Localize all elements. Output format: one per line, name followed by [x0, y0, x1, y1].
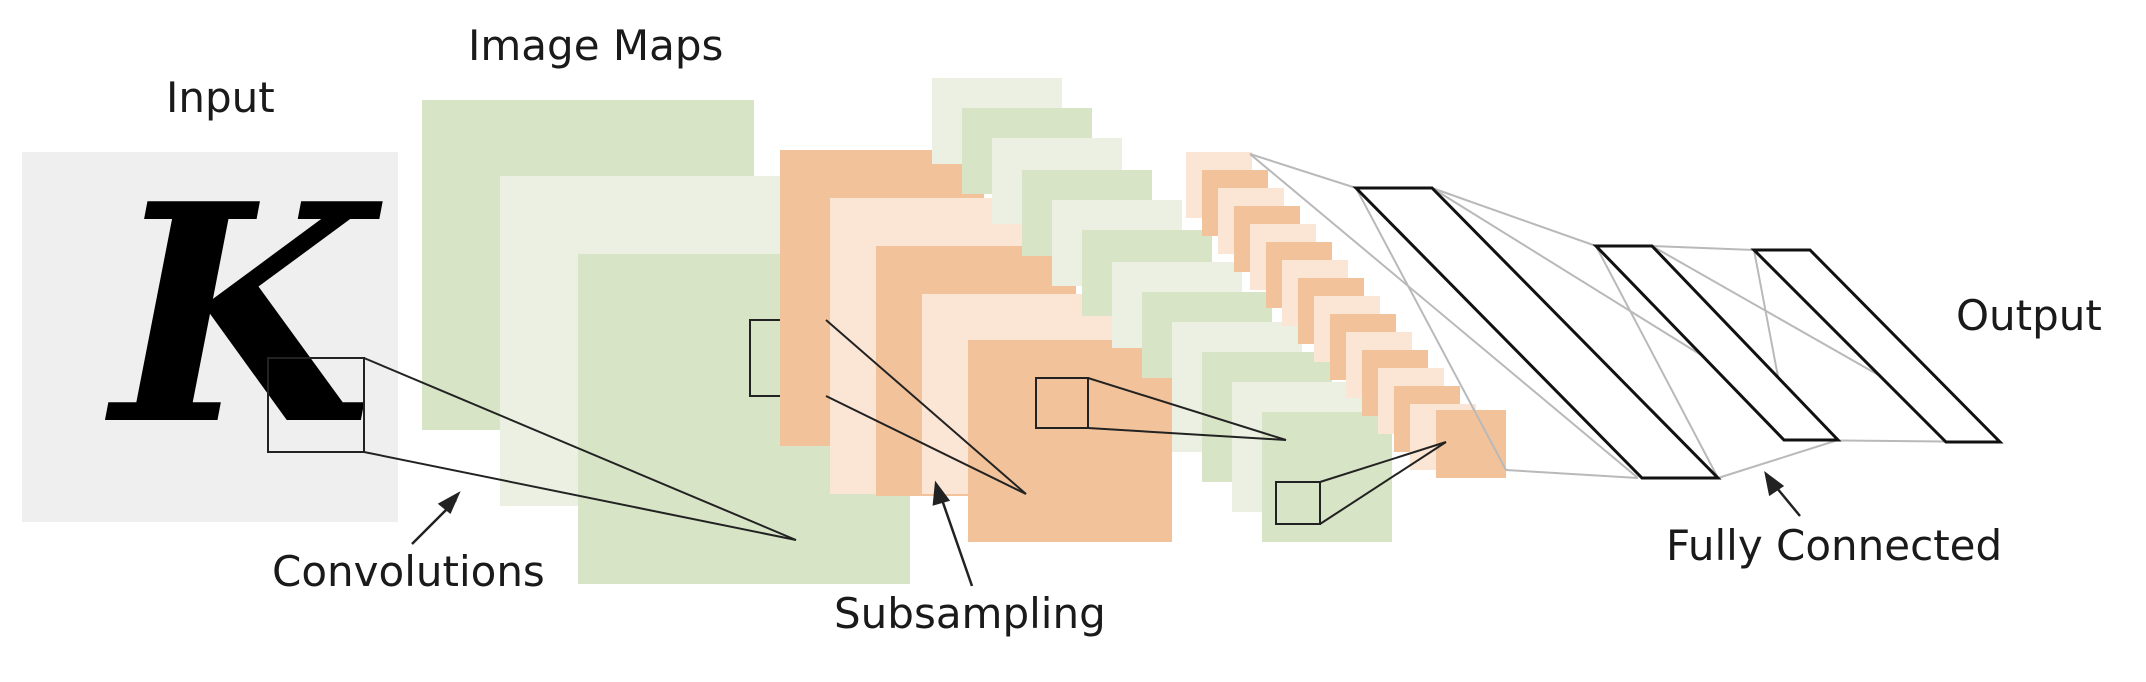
output-layer: [1750, 248, 2004, 444]
annotation-arrows: [411, 471, 1801, 587]
convolutions-label: Convolutions: [272, 547, 545, 596]
input-panel: [22, 152, 398, 522]
input-label: Input: [166, 73, 275, 122]
input-receptive-field: [267, 357, 365, 453]
fc-layer-2: [1592, 244, 1842, 442]
output-label: Output: [1956, 291, 2102, 340]
convolution-projections: [363, 319, 1447, 541]
fully-connected-label: Fully Connected: [1666, 521, 2002, 570]
subsample-receptive-field: [1035, 377, 1089, 429]
input-glyph: K: [103, 138, 384, 491]
conv2-map-12: [1262, 412, 1392, 542]
conv2-receptive-field: [1275, 481, 1321, 525]
fc-layer-1: [1352, 186, 1722, 480]
image-maps-label: Image Maps: [468, 21, 723, 70]
subsampling-label: Subsampling: [834, 589, 1106, 638]
subsample-map-5: [968, 340, 1172, 542]
subsample2-map-16: [1436, 410, 1506, 478]
